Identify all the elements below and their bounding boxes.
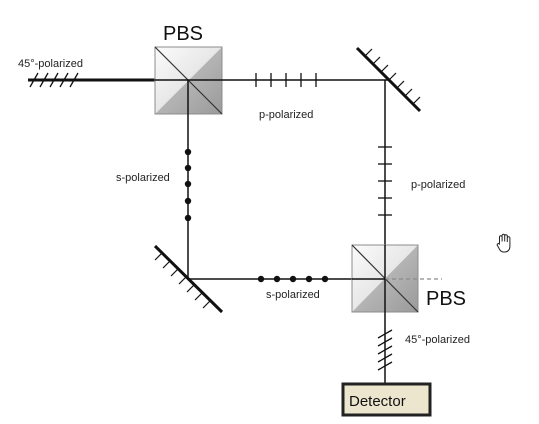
- input-polarization-label: 45°-polarized: [18, 58, 83, 70]
- mirror-top-right: [355, 46, 422, 113]
- left-arm-s-dots: [184, 148, 192, 222]
- input-polarization-ticks: [29, 72, 79, 88]
- top-arm-p-ticks: [255, 73, 317, 87]
- right-arm-p-ticks: [378, 146, 392, 216]
- right-arm-label: p-polarized: [411, 179, 465, 191]
- output-polarization-ticks: [377, 329, 393, 371]
- pbs-bottom-label: PBS: [426, 288, 466, 310]
- hand-cursor-icon: [496, 233, 511, 253]
- pbs-top-label: PBS: [163, 23, 203, 45]
- detector-label: Detector: [349, 393, 406, 410]
- left-arm-label: s-polarized: [116, 172, 170, 184]
- detector-box: [341, 382, 432, 417]
- mirror-bottom-left: [153, 244, 224, 314]
- bottom-arm-label: s-polarized: [266, 289, 320, 301]
- output-polarization-label: 45°-polarized: [405, 334, 470, 346]
- bottom-arm-s-dots: [257, 275, 329, 283]
- top-arm-label: p-polarized: [259, 109, 313, 121]
